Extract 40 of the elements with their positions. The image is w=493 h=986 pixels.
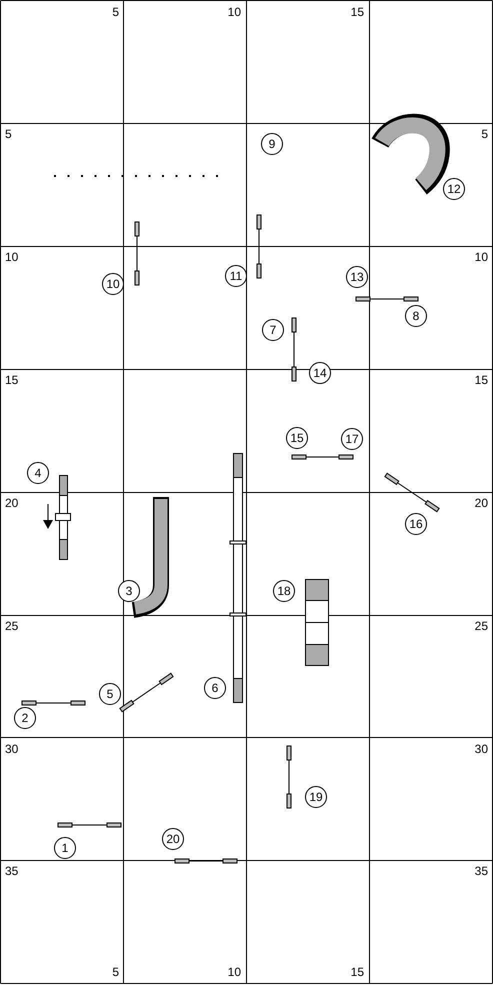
callout-number: 14 [309,362,331,384]
callout-number: 16 [405,513,427,535]
grid-number: 30 [474,743,488,756]
callout-number: 1 [54,837,76,859]
grid-number: 10 [474,251,488,264]
grid-number: 30 [5,743,18,756]
grid-number: 5 [112,966,119,979]
grid-number: 25 [5,620,18,633]
callout-number: 9 [261,133,283,155]
callout-number: 3 [118,580,140,602]
grid-number: 10 [228,6,241,19]
callout-number: 18 [273,580,295,602]
grid-number: 15 [350,6,364,19]
callout-number: 7 [262,319,284,341]
grid-number: 10 [5,251,18,264]
callout-number: 13 [346,266,368,288]
callout-number: 20 [162,828,184,850]
grid-number: 20 [474,497,488,510]
callout-number: 10 [102,273,124,295]
callout-number: 19 [305,786,327,808]
callout-number: 6 [204,677,226,699]
grid-number: 35 [474,865,488,878]
callout-number: 8 [405,305,427,327]
grid-number: 5 [5,128,12,141]
grid-number: 25 [474,620,488,633]
grid-number: 35 [5,865,18,878]
grid-number: 5 [481,128,488,141]
grid-number: 15 [474,374,488,387]
callout-number: 17 [341,428,363,450]
callout-number: 12 [443,178,465,200]
callout-number: 4 [27,462,49,484]
grid-number: 5 [112,6,119,19]
callout-number: 11 [225,265,247,287]
callout-number: 5 [99,683,121,705]
grid-number: 10 [228,966,241,979]
callout-number: 15 [286,427,308,449]
callout-number: 2 [14,707,36,729]
grid-number: 20 [5,497,18,510]
grid-number: 15 [350,966,364,979]
grid-number: 15 [5,374,18,387]
